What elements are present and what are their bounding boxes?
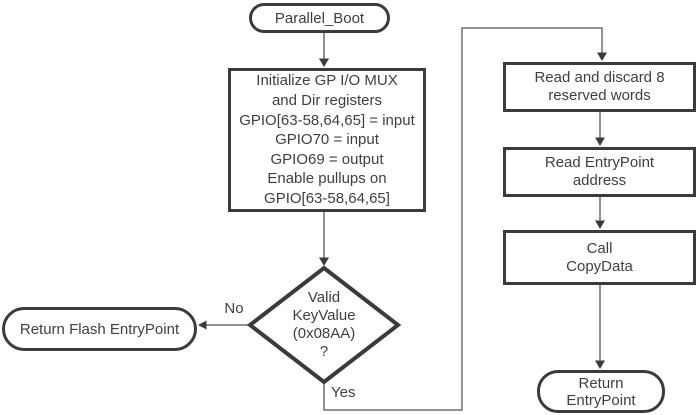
process-text-line: CopyData xyxy=(566,257,633,275)
process-text-line: Enable pullups on xyxy=(267,170,387,188)
read-entrypoint-process-box: Read EntryPoint address xyxy=(503,147,696,197)
arrowhead-init xyxy=(319,58,329,67)
arrowhead-return-entrypoint xyxy=(595,360,605,369)
init-gpio-process-box: Initialize GP I/O MUX and Dir registers … xyxy=(228,68,426,212)
decision-text-line: ? xyxy=(319,343,329,360)
decision-text-line: (0x08AA) xyxy=(292,325,356,342)
process-text-line: Initialize GP I/O MUX xyxy=(256,72,398,90)
edge-label-yes: Yes xyxy=(331,384,356,401)
read-discard-process-box: Read and discard 8 reserved words xyxy=(503,62,696,112)
start-terminal: Parallel_Boot xyxy=(249,3,390,33)
arrowhead-call-copydata xyxy=(595,220,605,229)
process-text-line: Call xyxy=(586,239,613,257)
return-flash-entrypoint-label: Return Flash EntryPoint xyxy=(19,320,180,338)
decision-text-line: KeyValue xyxy=(292,307,356,324)
terminal-text-line: Return xyxy=(578,374,624,392)
arrowhead-read-discard xyxy=(597,52,607,61)
process-text-line: address xyxy=(572,172,627,189)
decision-keyvalue-text: Valid KeyValue (0x08AA) ? xyxy=(250,289,398,361)
arrowhead-decision xyxy=(319,257,329,266)
process-text-line: GPIO[63-58,64,65] = input xyxy=(239,111,415,129)
edge-label-no: No xyxy=(224,300,244,317)
decision-text-line: Valid xyxy=(307,289,341,306)
process-text-line: GPIO69 = output xyxy=(270,150,384,168)
process-text-line: Read EntryPoint xyxy=(544,154,655,171)
return-entrypoint-terminal: Return EntryPoint xyxy=(537,370,665,413)
process-text-line: reserved words xyxy=(548,87,651,104)
call-copydata-process-box: Call CopyData xyxy=(503,230,696,285)
terminal-text-line: EntryPoint xyxy=(566,391,636,409)
start-terminal-label: Parallel_Boot xyxy=(274,9,365,27)
process-text-line: GPIO70 = input xyxy=(275,131,379,149)
process-text-line: and Dir registers xyxy=(271,92,383,110)
process-text-line: Read and discard 8 xyxy=(534,69,665,86)
process-text-line: GPIO[63-58,64,65] xyxy=(264,189,390,207)
arrowhead-return-flash xyxy=(198,320,207,330)
arrowhead-read-entrypoint xyxy=(595,137,605,146)
return-flash-entrypoint-terminal: Return Flash EntryPoint xyxy=(2,307,197,351)
